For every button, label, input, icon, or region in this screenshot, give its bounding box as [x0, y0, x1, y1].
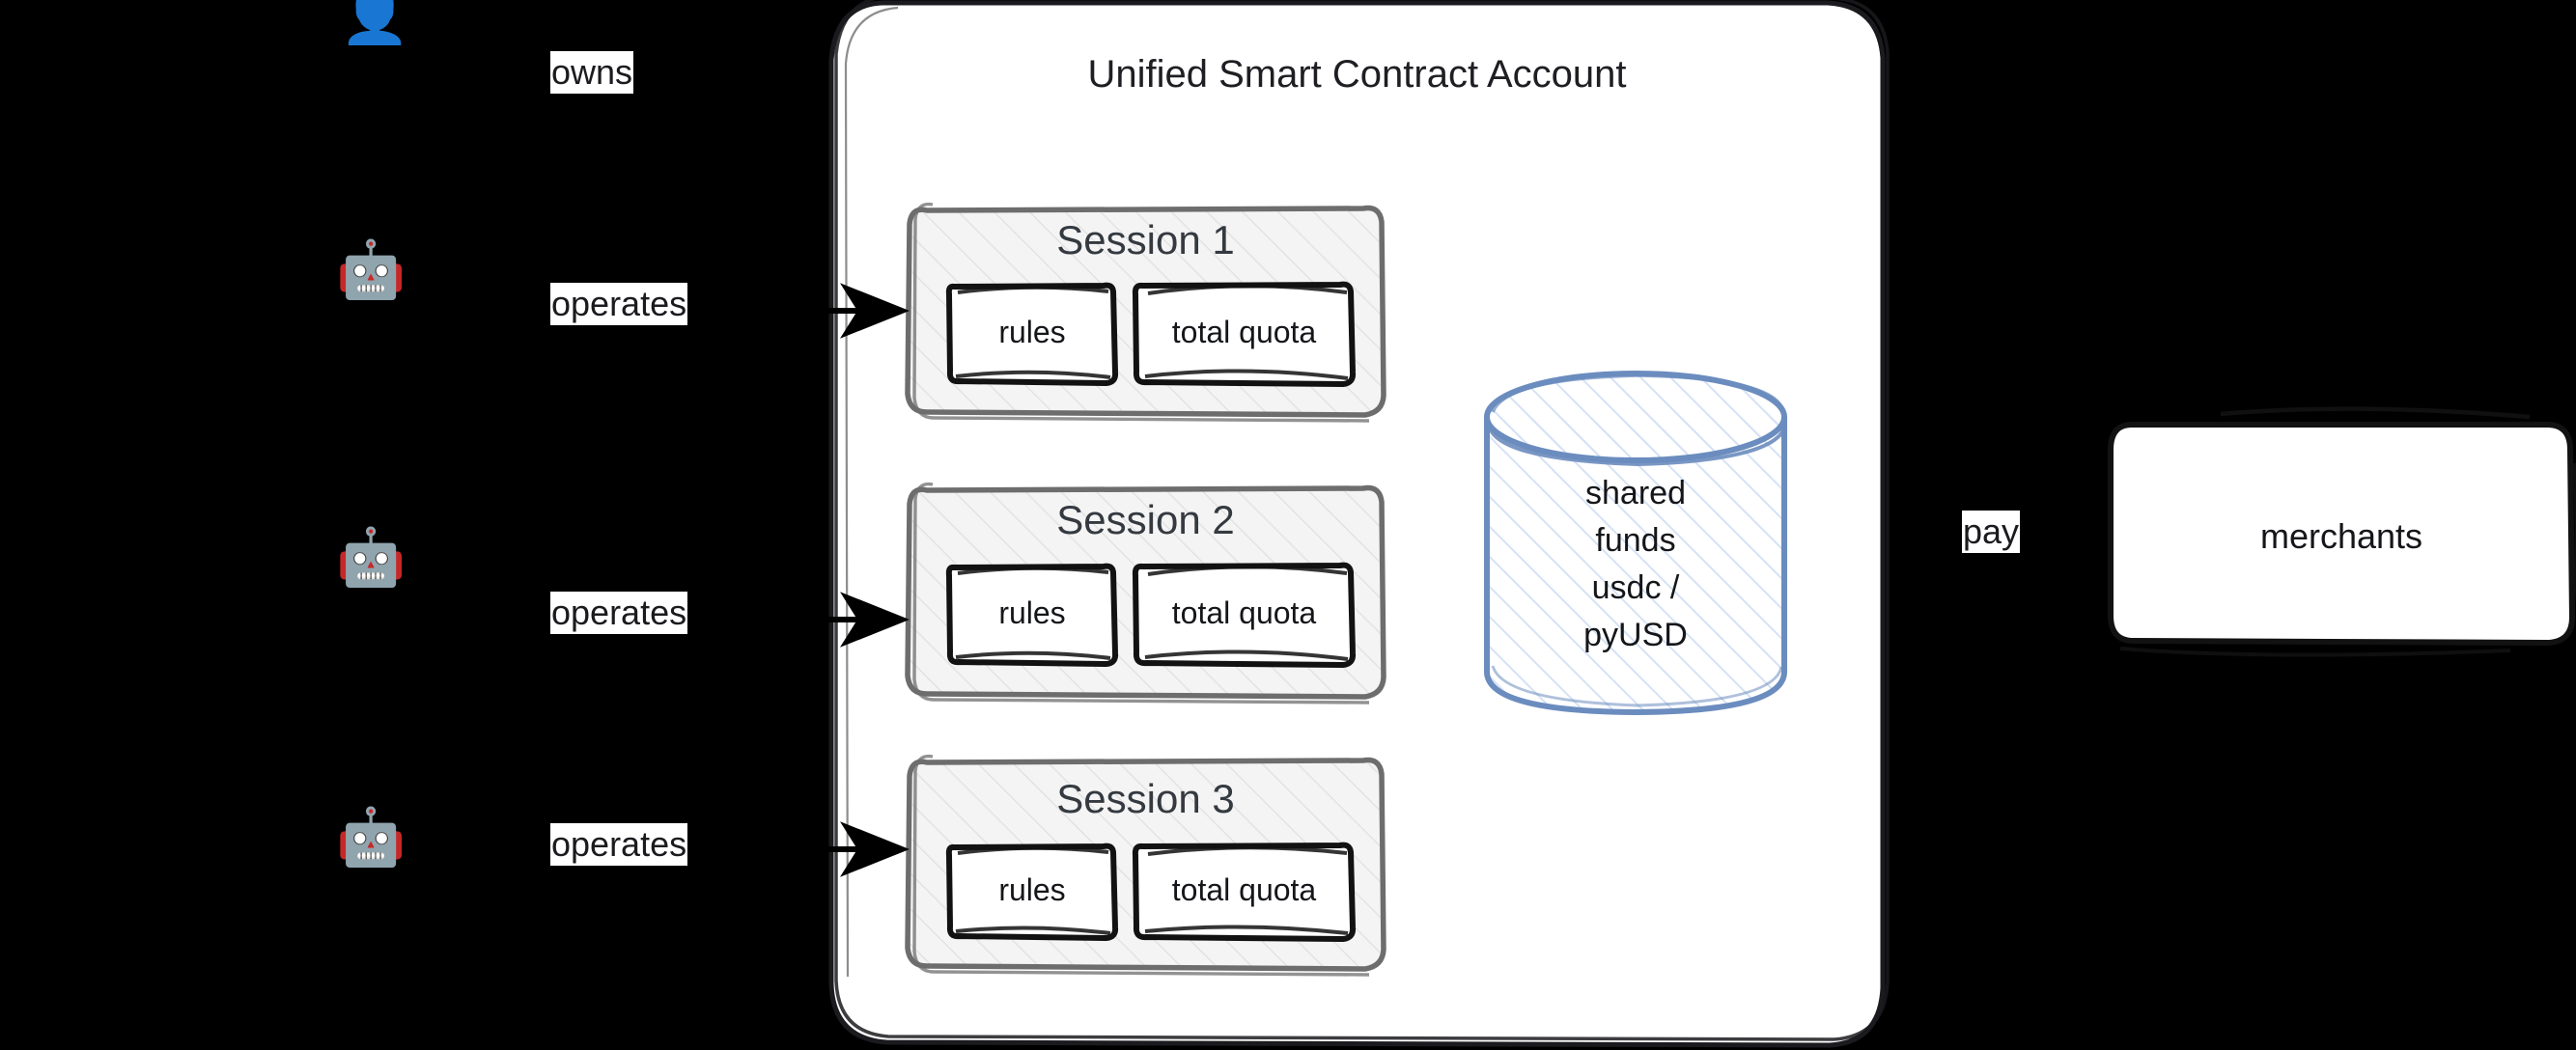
session-1-label: Session 1 [1056, 217, 1235, 262]
session-2-label: Session 2 [1056, 497, 1235, 542]
edge-label-operates-1: operates [550, 283, 688, 325]
session-1-quota-chip [1132, 281, 1357, 387]
edge-label-operates-2: operates [550, 592, 688, 634]
session-3-box[interactable] [905, 754, 1386, 977]
session-1-box[interactable] [905, 202, 1386, 423]
session-2-rules-label: rules [998, 595, 1066, 630]
session-3-rules-label: rules [998, 872, 1066, 907]
edge-label-operates-3: operates [550, 823, 688, 866]
agent-icon-2[interactable]: 🤖 [336, 524, 406, 590]
session-1-rules-label: rules [998, 315, 1066, 349]
agent-icon-1[interactable]: 🤖 [336, 236, 406, 302]
session-3-rules-chip [945, 843, 1119, 941]
session-3-label: Session 3 [1056, 776, 1235, 821]
session-3-quota-chip [1132, 842, 1357, 942]
page-title: Unified Smart Contract Account [1087, 53, 1627, 96]
session-2-rules-chip [945, 563, 1119, 667]
session-2-box[interactable] [905, 482, 1386, 705]
shared-funds-label: shared funds usdc / pyUSD [1583, 475, 1688, 653]
connector-arrows [763, 283, 1941, 877]
session-1-quota-label: total quota [1171, 315, 1317, 349]
merchants-label: merchants [2259, 516, 2423, 556]
merchants-box[interactable] [2108, 406, 2576, 657]
shared-funds-cylinder[interactable] [1484, 371, 1787, 715]
session-3-quota-label: total quota [1171, 872, 1317, 907]
person-owner-icon[interactable]: 👤 [340, 0, 410, 47]
agent-icon-3[interactable]: 🤖 [336, 804, 406, 870]
session-1-rules-chip [945, 282, 1119, 386]
session-2-quota-chip [1132, 562, 1357, 668]
session-2-quota-label: total quota [1171, 595, 1317, 630]
edge-label-pay: pay [1962, 511, 2021, 553]
edge-label-owns: owns [550, 51, 634, 94]
